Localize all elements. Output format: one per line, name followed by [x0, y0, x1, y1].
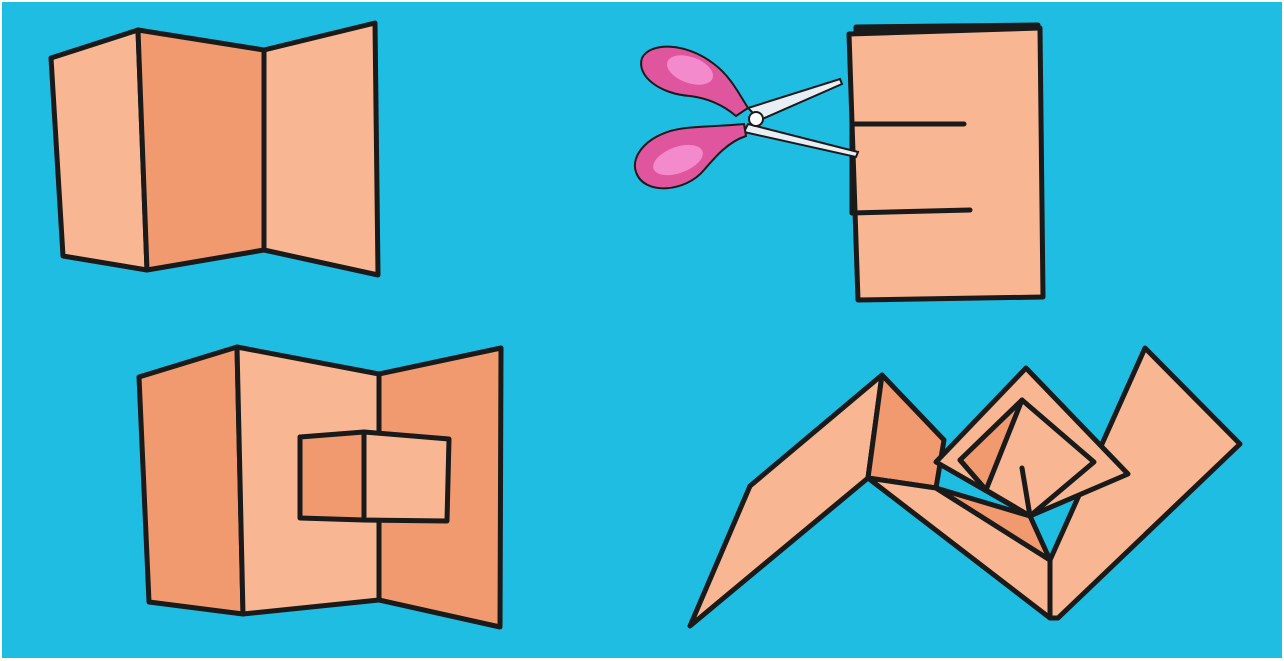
- popup-card-icon: [139, 347, 501, 627]
- cut-paper-icon: [849, 25, 1043, 300]
- folded-paper-icon: [51, 23, 378, 275]
